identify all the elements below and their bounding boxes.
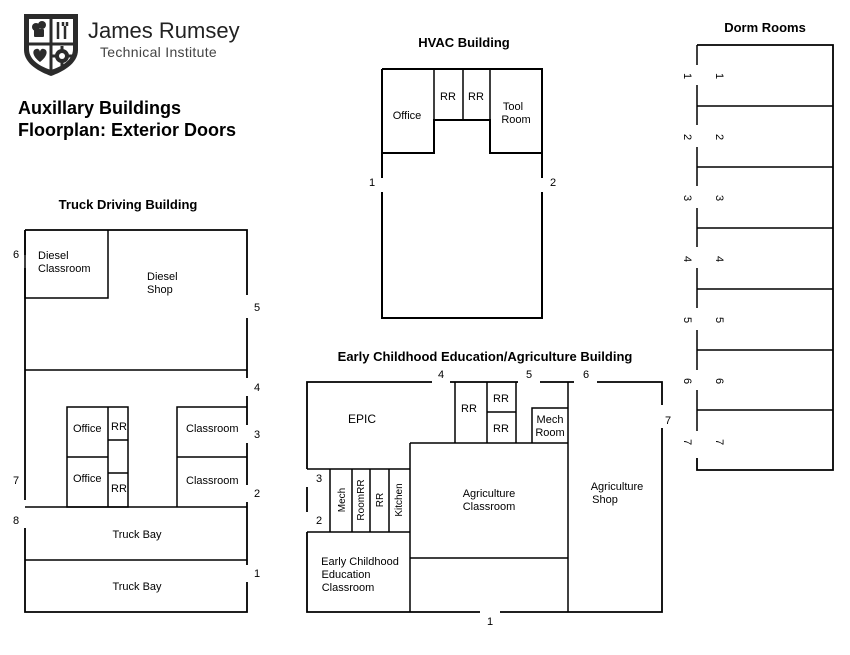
floorplan-walls bbox=[24, 44, 834, 613]
truck-door-1: 1 bbox=[254, 568, 260, 580]
dorm-door-left-5: 5 bbox=[681, 317, 693, 323]
wrench-icon bbox=[56, 22, 69, 39]
hvac-title: HVAC Building bbox=[418, 35, 510, 50]
ece-classroom-2: Education bbox=[322, 569, 371, 581]
dorm-door-left-1: 1 bbox=[681, 73, 693, 79]
truck-building bbox=[24, 229, 248, 613]
hvac-door-2: 2 bbox=[550, 177, 556, 189]
ece-door-6: 6 bbox=[583, 369, 589, 381]
ece-door-5: 5 bbox=[526, 369, 532, 381]
ece-ag-classroom-1: Agriculture bbox=[463, 488, 516, 500]
truck-diesel-classroom-1: Diesel bbox=[38, 250, 69, 262]
dorm-door-right-2: 2 bbox=[713, 134, 725, 140]
ece-roomrr-vertical: RoomRR bbox=[356, 479, 367, 520]
hvac-office-label: Office bbox=[393, 110, 422, 122]
truck-classroom-top: Classroom bbox=[186, 423, 239, 435]
truck-door-6: 6 bbox=[13, 249, 19, 261]
ece-title: Early Childhood Education/Agriculture Bu… bbox=[338, 349, 633, 364]
dorm-building bbox=[696, 44, 834, 471]
ece-door-1: 1 bbox=[487, 616, 493, 628]
truck-diesel-shop-2: Shop bbox=[147, 284, 173, 296]
dorm-door-left-4: 4 bbox=[681, 256, 693, 262]
ece-ag-shop-1: Agriculture bbox=[591, 481, 644, 493]
ece-door-4: 4 bbox=[438, 369, 444, 381]
page-title-line2: Floorplan: Exterior Doors bbox=[18, 120, 237, 140]
hvac-building bbox=[381, 68, 543, 319]
institute-logo bbox=[24, 14, 78, 76]
truck-door-5: 5 bbox=[254, 302, 260, 314]
ece-mech-vertical: Mech bbox=[337, 488, 348, 512]
dorm-door-left-2: 2 bbox=[681, 134, 693, 140]
ece-ag-classroom-2: Classroom bbox=[463, 501, 516, 513]
hvac-tool-room-label-1: Tool bbox=[503, 101, 523, 113]
gear-icon bbox=[52, 46, 72, 66]
hvac-door-1: 1 bbox=[369, 177, 375, 189]
dorm-door-left-6: 6 bbox=[681, 378, 693, 384]
truck-office-top: Office bbox=[73, 423, 102, 435]
truck-title: Truck Driving Building bbox=[59, 197, 198, 212]
chef-hat-icon bbox=[32, 21, 46, 37]
heart-icon bbox=[33, 48, 47, 62]
dorm-door-right-6: 6 bbox=[713, 378, 725, 384]
truck-rr-top: RR bbox=[111, 421, 127, 433]
dorm-door-left-3: 3 bbox=[681, 195, 693, 201]
truck-door-7: 7 bbox=[13, 475, 19, 487]
dorm-door-right-7: 7 bbox=[713, 439, 725, 445]
truck-bay-bottom: Truck Bay bbox=[112, 581, 162, 593]
ece-classroom-3: Classroom bbox=[322, 582, 375, 594]
truck-door-2: 2 bbox=[254, 488, 260, 500]
dorm-door-right-5: 5 bbox=[713, 317, 725, 323]
hvac-rr1-label: RR bbox=[440, 91, 456, 103]
ece-door-3: 3 bbox=[316, 473, 322, 485]
ece-door-7: 7 bbox=[665, 415, 671, 427]
institute-name: James Rumsey bbox=[88, 18, 240, 43]
ece-kitchen-vertical: Kitchen bbox=[394, 483, 405, 516]
dorm-door-right-3: 3 bbox=[713, 195, 725, 201]
ece-building bbox=[306, 381, 663, 613]
dorm-door-left-7: 7 bbox=[681, 439, 693, 445]
truck-door-8: 8 bbox=[13, 515, 19, 527]
page-title-line1: Auxillary Buildings bbox=[18, 98, 182, 118]
page-title: Auxillary Buildings Floorplan: Exterior … bbox=[18, 97, 236, 141]
truck-classroom-bottom: Classroom bbox=[186, 475, 239, 487]
ece-rr-a: RR bbox=[461, 403, 477, 415]
hvac-tool-room-label-2: Room bbox=[501, 114, 530, 126]
ece-door-2: 2 bbox=[316, 515, 322, 527]
truck-bay-top: Truck Bay bbox=[112, 529, 162, 541]
ece-classroom-1: Early Childhood bbox=[321, 556, 399, 568]
ece-rr-c: RR bbox=[493, 423, 509, 435]
dorm-door-right-4: 4 bbox=[713, 256, 725, 262]
truck-door-3: 3 bbox=[254, 429, 260, 441]
hvac-rr2-label: RR bbox=[468, 91, 484, 103]
truck-diesel-shop-1: Diesel bbox=[147, 271, 178, 283]
institute-subtitle: Technical Institute bbox=[100, 44, 217, 60]
truck-office-bottom: Office bbox=[73, 473, 102, 485]
truck-door-4: 4 bbox=[254, 382, 260, 394]
dorm-title: Dorm Rooms bbox=[724, 20, 806, 35]
dorm-door-right-1: 1 bbox=[713, 73, 725, 79]
ece-mech-room-1: Mech bbox=[537, 414, 564, 426]
ece-rr-vertical: RR bbox=[375, 493, 386, 507]
ece-epic-label: EPIC bbox=[348, 412, 376, 426]
truck-diesel-classroom-2: Classroom bbox=[38, 263, 91, 275]
ece-rr-b: RR bbox=[493, 393, 509, 405]
truck-rr-bottom: RR bbox=[111, 483, 127, 495]
ece-ag-shop-2: Shop bbox=[592, 494, 618, 506]
ece-mech-room-2: Room bbox=[535, 427, 564, 439]
